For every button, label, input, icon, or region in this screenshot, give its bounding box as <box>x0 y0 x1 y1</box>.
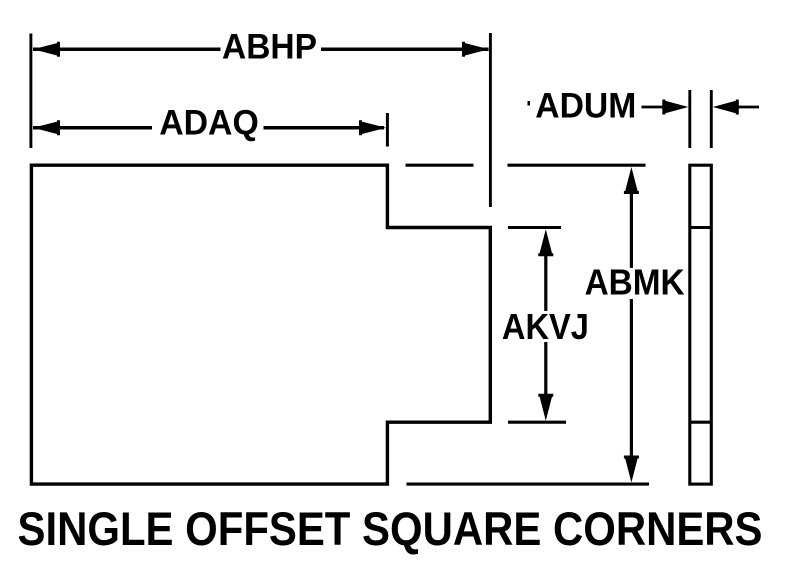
svg-text:ADAQ: ADAQ <box>159 103 259 143</box>
svg-text:AKVJ: AKVJ <box>502 306 589 347</box>
svg-text:ABHP: ABHP <box>222 27 317 67</box>
svg-text:ADUM: ADUM <box>535 86 636 126</box>
svg-text:SINGLE OFFSET SQUARE CORNERS: SINGLE OFFSET SQUARE CORNERS <box>18 503 763 556</box>
svg-text:ABMK: ABMK <box>585 261 685 302</box>
